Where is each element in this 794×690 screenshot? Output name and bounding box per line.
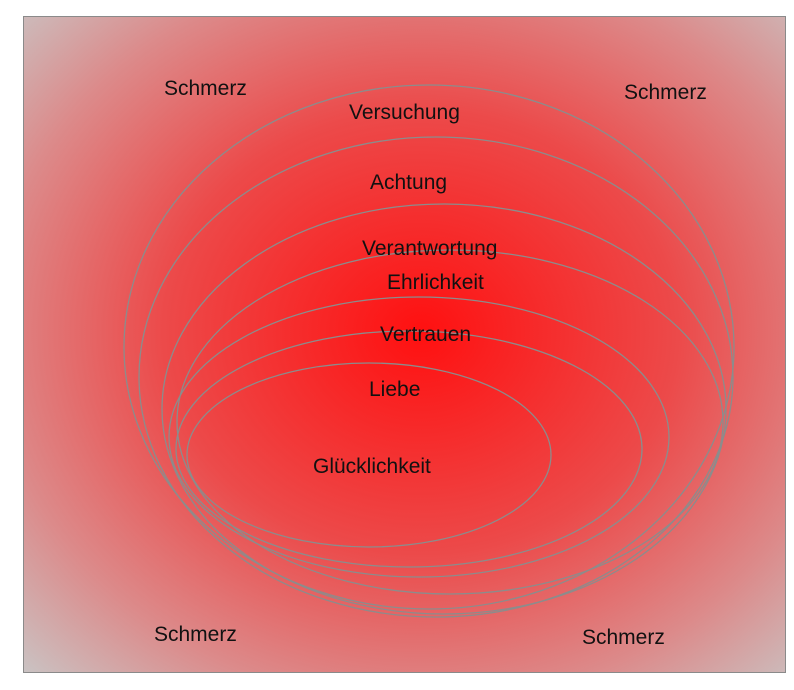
ring-label-verantwortung: Verantwortung <box>362 237 498 260</box>
ring-label-gluecklichkeit: Glücklichkeit <box>313 455 431 478</box>
ring-label-versuchung: Versuchung <box>349 101 460 124</box>
ring-label-ehrlichkeit: Ehrlichkeit <box>387 271 484 294</box>
ring-label-achtung: Achtung <box>370 171 448 194</box>
corner-label-bottom-right: Schmerz <box>582 626 665 649</box>
corner-label-bottom-left: Schmerz <box>154 623 237 646</box>
ring-label-vertrauen: Vertrauen <box>380 323 472 346</box>
ring-ehrlichkeit <box>176 249 724 595</box>
background-gradient <box>24 17 785 672</box>
diagram-svg <box>24 17 785 672</box>
corner-label-top-left: Schmerz <box>164 77 247 100</box>
ring-vertrauen <box>168 296 670 578</box>
ring-label-liebe: Liebe <box>369 378 421 401</box>
ring-liebe <box>175 330 643 568</box>
ring-glcklichkeit <box>186 362 552 548</box>
diagram-canvas: Schmerz Schmerz Schmerz Schmerz Versuchu… <box>23 16 786 673</box>
corner-label-top-right: Schmerz <box>624 81 707 104</box>
ring-verantwortung <box>161 203 727 615</box>
ring-achtung <box>138 136 734 618</box>
ring-versuchung <box>123 84 735 610</box>
